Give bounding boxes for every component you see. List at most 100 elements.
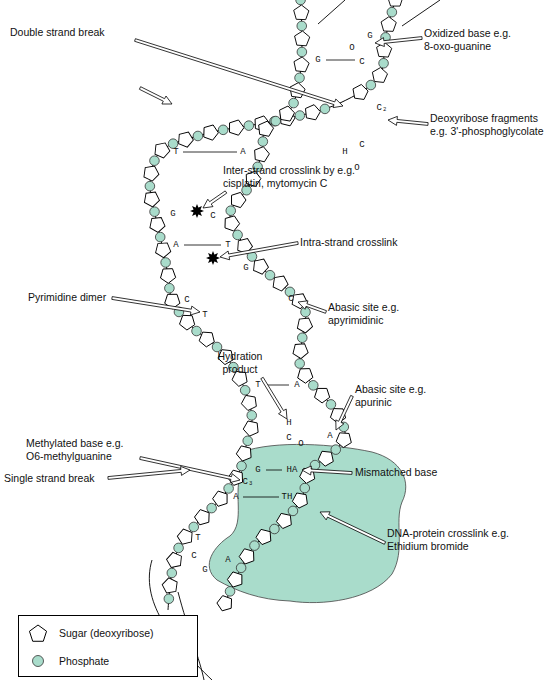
phosphate-circle [161,258,171,268]
sugar-pentagon [158,264,179,285]
legend-symbol [27,622,49,644]
base-letter: A [225,555,230,565]
base-letter: C [359,57,364,67]
sugar-pentagon [29,625,46,641]
base-letter: C₃ [243,477,254,487]
phosphate-circle [289,98,299,108]
sugar-pentagon [201,122,220,141]
callout-label: Abasic site e.g. apyrimidinic [328,301,408,327]
phosphate-circle [250,541,260,551]
base-letter: C [191,551,196,561]
phosphate-circle [265,270,275,280]
base-letter: G [243,263,248,273]
callout-arrow [203,191,227,208]
star-ray [203,248,223,268]
base-pair-bond [266,470,282,471]
callout-arrow [108,466,190,479]
phosphate-circle [387,7,397,17]
phosphate-circle [237,461,247,471]
callout-arrow [298,301,327,314]
base-letter: T [225,240,230,250]
phosphate-circle [295,73,305,83]
phosphate-circle [192,326,202,336]
callout-label: Abasic site e.g. apurinic [355,383,435,409]
phosphate-circle [243,436,253,446]
phosphate-circle [225,587,235,597]
base-letter: G [315,55,320,65]
phosphate-circle [233,230,243,240]
base-pair-bond [243,497,279,498]
phosphate-circle [174,543,184,553]
phosphate-circle [310,460,320,470]
phosphate-circle [271,116,281,126]
phosphate-circle [379,58,389,68]
phosphate-circle [165,283,175,293]
phosphate-circle [224,484,234,494]
sugar-pentagon [176,129,196,148]
base-pair-bond [326,60,355,61]
base-letter: A [294,380,299,390]
star-ray [187,201,207,221]
callout-arrow [135,39,343,108]
phosphate-circle [244,121,254,131]
legend-entry: Phosphate [27,648,109,674]
legend-box: Sugar (deoxyribose)Phosphate [18,615,198,677]
base-letter: A [233,492,238,502]
phosphate-circle [193,131,203,141]
phosphate-circle [207,503,217,513]
base-letter: G [255,465,260,475]
phosphate-circle [320,104,330,114]
phosphate-circle [326,400,336,410]
phosphate-circle [240,385,250,395]
phosphate-circle [155,232,165,242]
sugar-pentagon [388,0,403,6]
phosphate-circle [33,656,44,667]
callout-arrow [261,377,287,419]
callout-arrow [320,512,386,545]
base-pair-bond [266,385,289,386]
base-letter: A [240,147,245,157]
phosphate-circle [296,0,306,5]
phosphate-circle [297,333,307,343]
callout-label: Intra-strand crosslink [300,236,397,249]
phosphate-circle [247,411,257,421]
sugar-pentagon [141,163,161,183]
callout-arrow [375,37,422,47]
callout-label: Deoxyribose fragments e.g. 3'-phosphogly… [430,112,546,138]
callout-label: Inter-strand crosslink by e.g. cisplatin… [223,164,363,190]
base-letter: C [210,211,215,221]
phosphate-circle [150,207,160,217]
phosphate-circle [331,445,341,455]
callout-label: Double strand break [10,26,105,39]
callout-label: DNA-protein crosslink e.g. Ethidium brom… [387,527,517,553]
base-letter: C₂ [377,103,388,113]
phosphate-circle [295,359,305,369]
callout-arrow [388,116,428,125]
sugar-pentagon [294,30,310,45]
callout-arrow [336,395,354,430]
sugar-pentagon [153,239,174,259]
sugar-pentagon [161,575,181,595]
base-letter: O [349,43,354,53]
sugar-pentagon [234,442,255,463]
phosphate-circle [308,381,318,391]
sugar-pentagon [381,16,397,31]
legend-entry: Sugar (deoxyribose) [27,620,154,646]
base-letter: G [367,31,372,41]
base-letter: HA [287,465,298,475]
callout-label: Single strand break [4,472,94,485]
sugar-pentagon [293,5,309,20]
phosphate-circle [189,522,199,532]
callout-label: Oxidized base e.g. 8-oxo-guanine [424,27,516,53]
callout-arrow [302,466,352,475]
base-letter: A [173,240,178,250]
phosphate-circle [366,80,376,90]
phosphate-circle [164,594,174,604]
base-pair-bond [184,245,221,246]
sugar-pentagon [239,392,260,413]
backbone-line [318,0,345,24]
callout-arrow [139,87,172,104]
